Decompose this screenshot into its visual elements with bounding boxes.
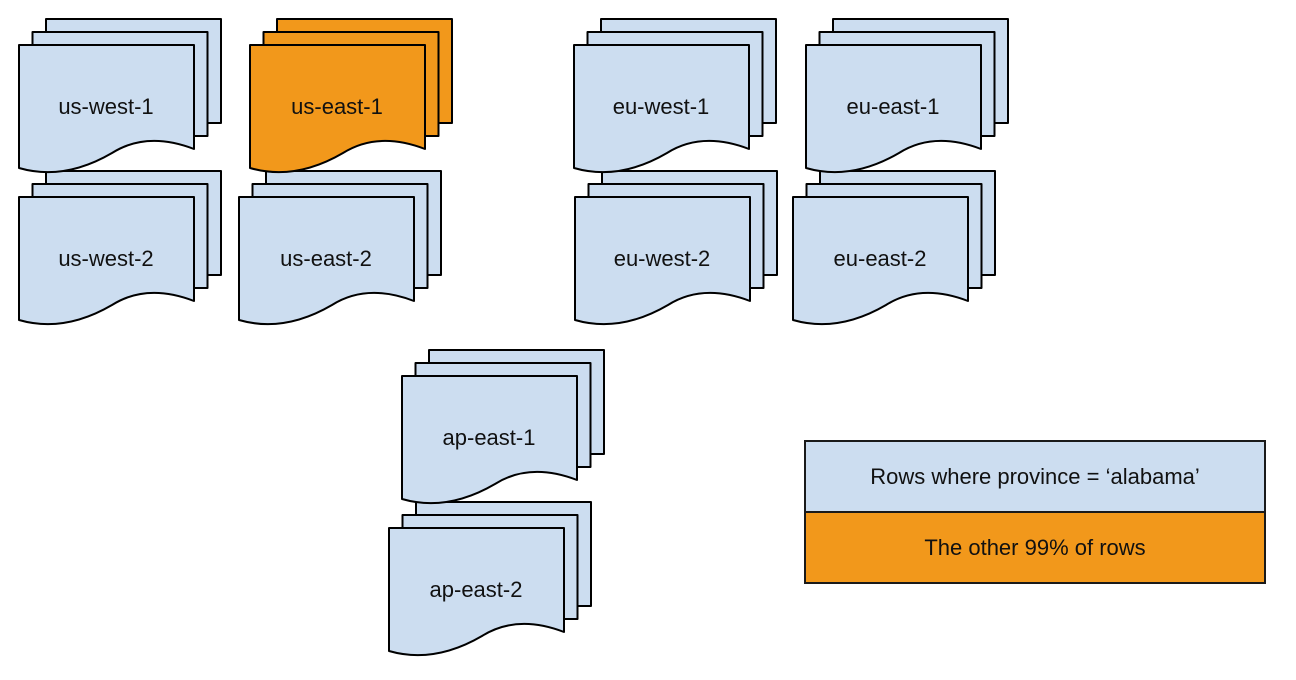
legend-item-label: Rows where province = ‘alabama’: [870, 463, 1200, 489]
legend-item-alabama-rows: Rows where province = ‘alabama’: [806, 442, 1264, 513]
region-label: us-east-2: [280, 246, 372, 271]
region-label: eu-east-2: [834, 246, 927, 271]
region-stack-eu-west-1: eu-west-1: [573, 18, 778, 180]
document-sheet-front: [18, 196, 195, 326]
legend: Rows where province = ‘alabama’ The othe…: [804, 440, 1266, 584]
document-sheet-front: [18, 44, 195, 174]
region-stack-eu-west-2: eu-west-2: [574, 170, 779, 332]
document-sheet-front: [249, 44, 426, 174]
region-label: eu-west-1: [613, 94, 710, 119]
document-sheet-front: [238, 196, 415, 326]
document-sheet-front: [792, 196, 969, 326]
document-sheet-front: [573, 44, 750, 174]
region-label: ap-east-1: [443, 425, 536, 450]
region-stack-eu-east-1: eu-east-1: [805, 18, 1010, 180]
region-stack-us-east-1: us-east-1: [249, 18, 454, 180]
region-stack-ap-east-1: ap-east-1: [401, 349, 606, 511]
region-stack-us-west-1: us-west-1: [18, 18, 223, 180]
document-sheet-front: [388, 527, 565, 657]
region-label: us-west-2: [58, 246, 153, 271]
region-label: us-west-1: [58, 94, 153, 119]
region-label: us-east-1: [291, 94, 383, 119]
region-stack-ap-east-2: ap-east-2: [388, 501, 593, 663]
document-sheet-front: [574, 196, 751, 326]
legend-item-other-rows: The other 99% of rows: [806, 513, 1264, 582]
region-stack-us-east-2: us-east-2: [238, 170, 443, 332]
region-label: eu-east-1: [847, 94, 940, 119]
legend-item-label: The other 99% of rows: [924, 534, 1146, 560]
document-sheet-front: [805, 44, 982, 174]
region-stack-eu-east-2: eu-east-2: [792, 170, 997, 332]
region-stack-us-west-2: us-west-2: [18, 170, 223, 332]
document-sheet-front: [401, 375, 578, 505]
region-label: ap-east-2: [430, 577, 523, 602]
region-label: eu-west-2: [614, 246, 711, 271]
